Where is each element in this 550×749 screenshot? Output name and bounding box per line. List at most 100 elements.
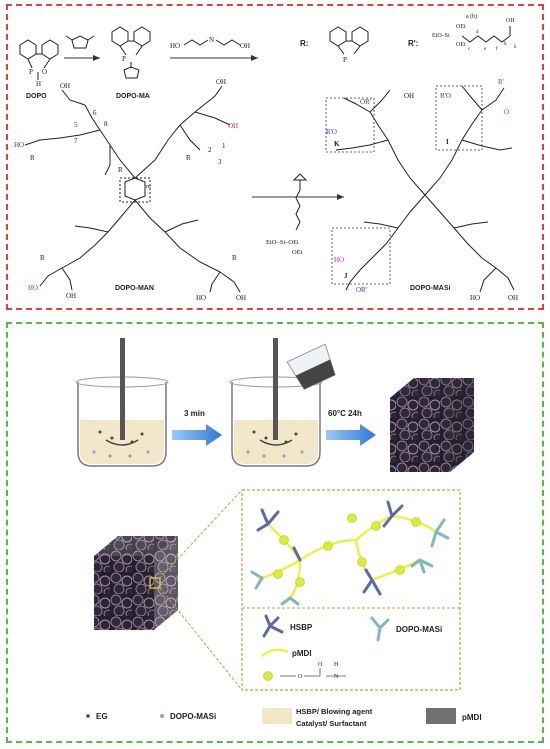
masi-or-prime-k: OR' bbox=[360, 98, 371, 106]
man-r-core: R bbox=[118, 166, 123, 174]
dopo-masi-structure bbox=[335, 85, 515, 293]
man-n-8: 8 bbox=[104, 120, 108, 128]
man-n-3: 3 bbox=[218, 158, 222, 166]
man-m: m bbox=[146, 184, 151, 190]
beaker-2-particles bbox=[246, 430, 304, 458]
process-arrow-2 bbox=[326, 424, 376, 446]
step2-label: 60°C 24h bbox=[328, 409, 362, 418]
legend-mixture-swatch bbox=[262, 708, 292, 724]
r-prime-chain bbox=[461, 26, 511, 43]
synthesis-panel bbox=[6, 4, 544, 310]
legend-mixture-line1: HSBP/ Blowing agent bbox=[296, 707, 373, 716]
dea-ho: HO bbox=[170, 42, 180, 50]
man-oh-red: OH bbox=[228, 122, 238, 130]
r-group-structure bbox=[329, 26, 369, 55]
epoxy-silane bbox=[292, 173, 308, 231]
legend-urethane-o: O bbox=[298, 674, 303, 680]
masi-o-red: O bbox=[504, 108, 509, 116]
man-r-right: R bbox=[186, 154, 191, 162]
foaming-panel bbox=[6, 322, 544, 743]
legend-urethane-h: H bbox=[334, 662, 339, 668]
man-n-5: 5 bbox=[74, 121, 78, 129]
man-ho-blue: HO bbox=[14, 141, 24, 149]
r-prime-c: c bbox=[468, 47, 471, 52]
legend-urethane-structure bbox=[280, 668, 346, 677]
man-r-lower-right: R bbox=[232, 254, 237, 262]
dea-oh: OH bbox=[240, 42, 250, 50]
beaker-1-particles bbox=[92, 430, 150, 458]
dopo-ma-structure bbox=[111, 26, 151, 79]
urethane-nodes bbox=[273, 513, 421, 587]
pmdi-pouring-cup bbox=[286, 343, 336, 390]
region-k-box bbox=[325, 97, 375, 153]
masi-rprime-o-k: R'O bbox=[326, 128, 337, 136]
legend-dopo-masi bbox=[370, 616, 390, 642]
r-prime-d: d bbox=[476, 30, 479, 35]
man-oh-top: OH bbox=[60, 82, 70, 90]
legend-eg-dot bbox=[86, 714, 90, 718]
dopo-ma-p-atom: P bbox=[122, 55, 126, 63]
maleic-anhydride bbox=[65, 35, 95, 49]
region-i-box bbox=[435, 85, 483, 151]
r-prime-g: g bbox=[504, 41, 507, 46]
man-oh-top-right: OH bbox=[216, 78, 226, 86]
r-prime-ab: a (b) bbox=[466, 13, 477, 20]
process-arrow-1 bbox=[172, 424, 222, 446]
man-n-7: 7 bbox=[74, 137, 78, 145]
zoom-line-top bbox=[159, 489, 243, 579]
r-prime-definition-label: R': bbox=[408, 39, 418, 48]
dopo-o-atom: O bbox=[42, 68, 47, 76]
region-j-box bbox=[331, 227, 391, 285]
region-i-label: I bbox=[446, 138, 449, 146]
masi-or-prime-j: OR' bbox=[356, 286, 367, 294]
r-definition-label: R: bbox=[300, 39, 308, 48]
r-prime-oet-top: OEt bbox=[456, 24, 466, 30]
region-j-label: J bbox=[344, 272, 348, 280]
dopo-ma-label: DOPO-MA bbox=[116, 93, 150, 100]
legend-dopo-masi-dot bbox=[160, 714, 164, 718]
r-prime-etosi: EtO–Si bbox=[432, 33, 450, 39]
foam-cube-detail bbox=[94, 536, 178, 630]
man-n-1: 1 bbox=[222, 142, 226, 150]
legend-hsbp bbox=[262, 614, 284, 638]
man-ho-bottom: HO bbox=[196, 294, 206, 302]
legend-hsbp-label: HSBP bbox=[290, 623, 313, 632]
man-oh-bottom-right: OH bbox=[236, 294, 246, 302]
r-prime-oh: OH bbox=[506, 18, 515, 24]
dopo-masi-label: DOPO-MASi bbox=[410, 285, 451, 292]
stirrer-rod-1 bbox=[120, 338, 125, 440]
legend-dopo-masi-label: DOPO-MASi bbox=[396, 625, 442, 634]
man-r-left: R bbox=[30, 154, 35, 162]
stirrer-rod-2 bbox=[273, 338, 278, 440]
r-prime-f: f bbox=[496, 47, 498, 52]
dopo-structure bbox=[19, 39, 59, 80]
network-zoom-box bbox=[241, 489, 461, 691]
zoom-line-bottom bbox=[159, 587, 243, 691]
r-p-atom: P bbox=[343, 56, 347, 64]
legend-mixture-line2: Catalyst/ Surfactant bbox=[296, 719, 367, 728]
dopo-man-label: DOPO-MAN bbox=[115, 285, 154, 292]
dopo-p-atom: P bbox=[29, 68, 33, 76]
masi-oh-bottom: OH bbox=[508, 294, 518, 302]
r-prime-e: e bbox=[484, 47, 487, 52]
r-prime-oet-bottom: OEt bbox=[456, 42, 466, 48]
man-n-2: 2 bbox=[208, 146, 212, 154]
beaker-1 bbox=[75, 338, 169, 467]
dopo-label: DOPO bbox=[26, 93, 47, 100]
legend-urethane-node bbox=[263, 671, 273, 681]
masi-oh-top: OH bbox=[404, 92, 414, 100]
legend-pmdi-swatch bbox=[426, 708, 456, 724]
step1-label: 3 min bbox=[184, 409, 205, 418]
legend-pmdi-label: pMDI bbox=[292, 649, 312, 658]
dopo-h-atom: H bbox=[36, 80, 41, 88]
legend-urethane-o-top: O bbox=[318, 662, 323, 668]
legend-dopo-masi-bottom-label: DOPO-MASi bbox=[170, 712, 216, 721]
dopo-man-structure bbox=[24, 85, 241, 293]
masi-rprime-o-i: R'O bbox=[440, 92, 451, 100]
man-oh-bottom: OH bbox=[66, 292, 76, 300]
foam-cube-result bbox=[390, 378, 474, 472]
man-r-lower-left: R bbox=[40, 254, 45, 262]
masi-ho-bottom: HO bbox=[470, 294, 480, 302]
man-ho-magenta: HO bbox=[28, 284, 38, 292]
